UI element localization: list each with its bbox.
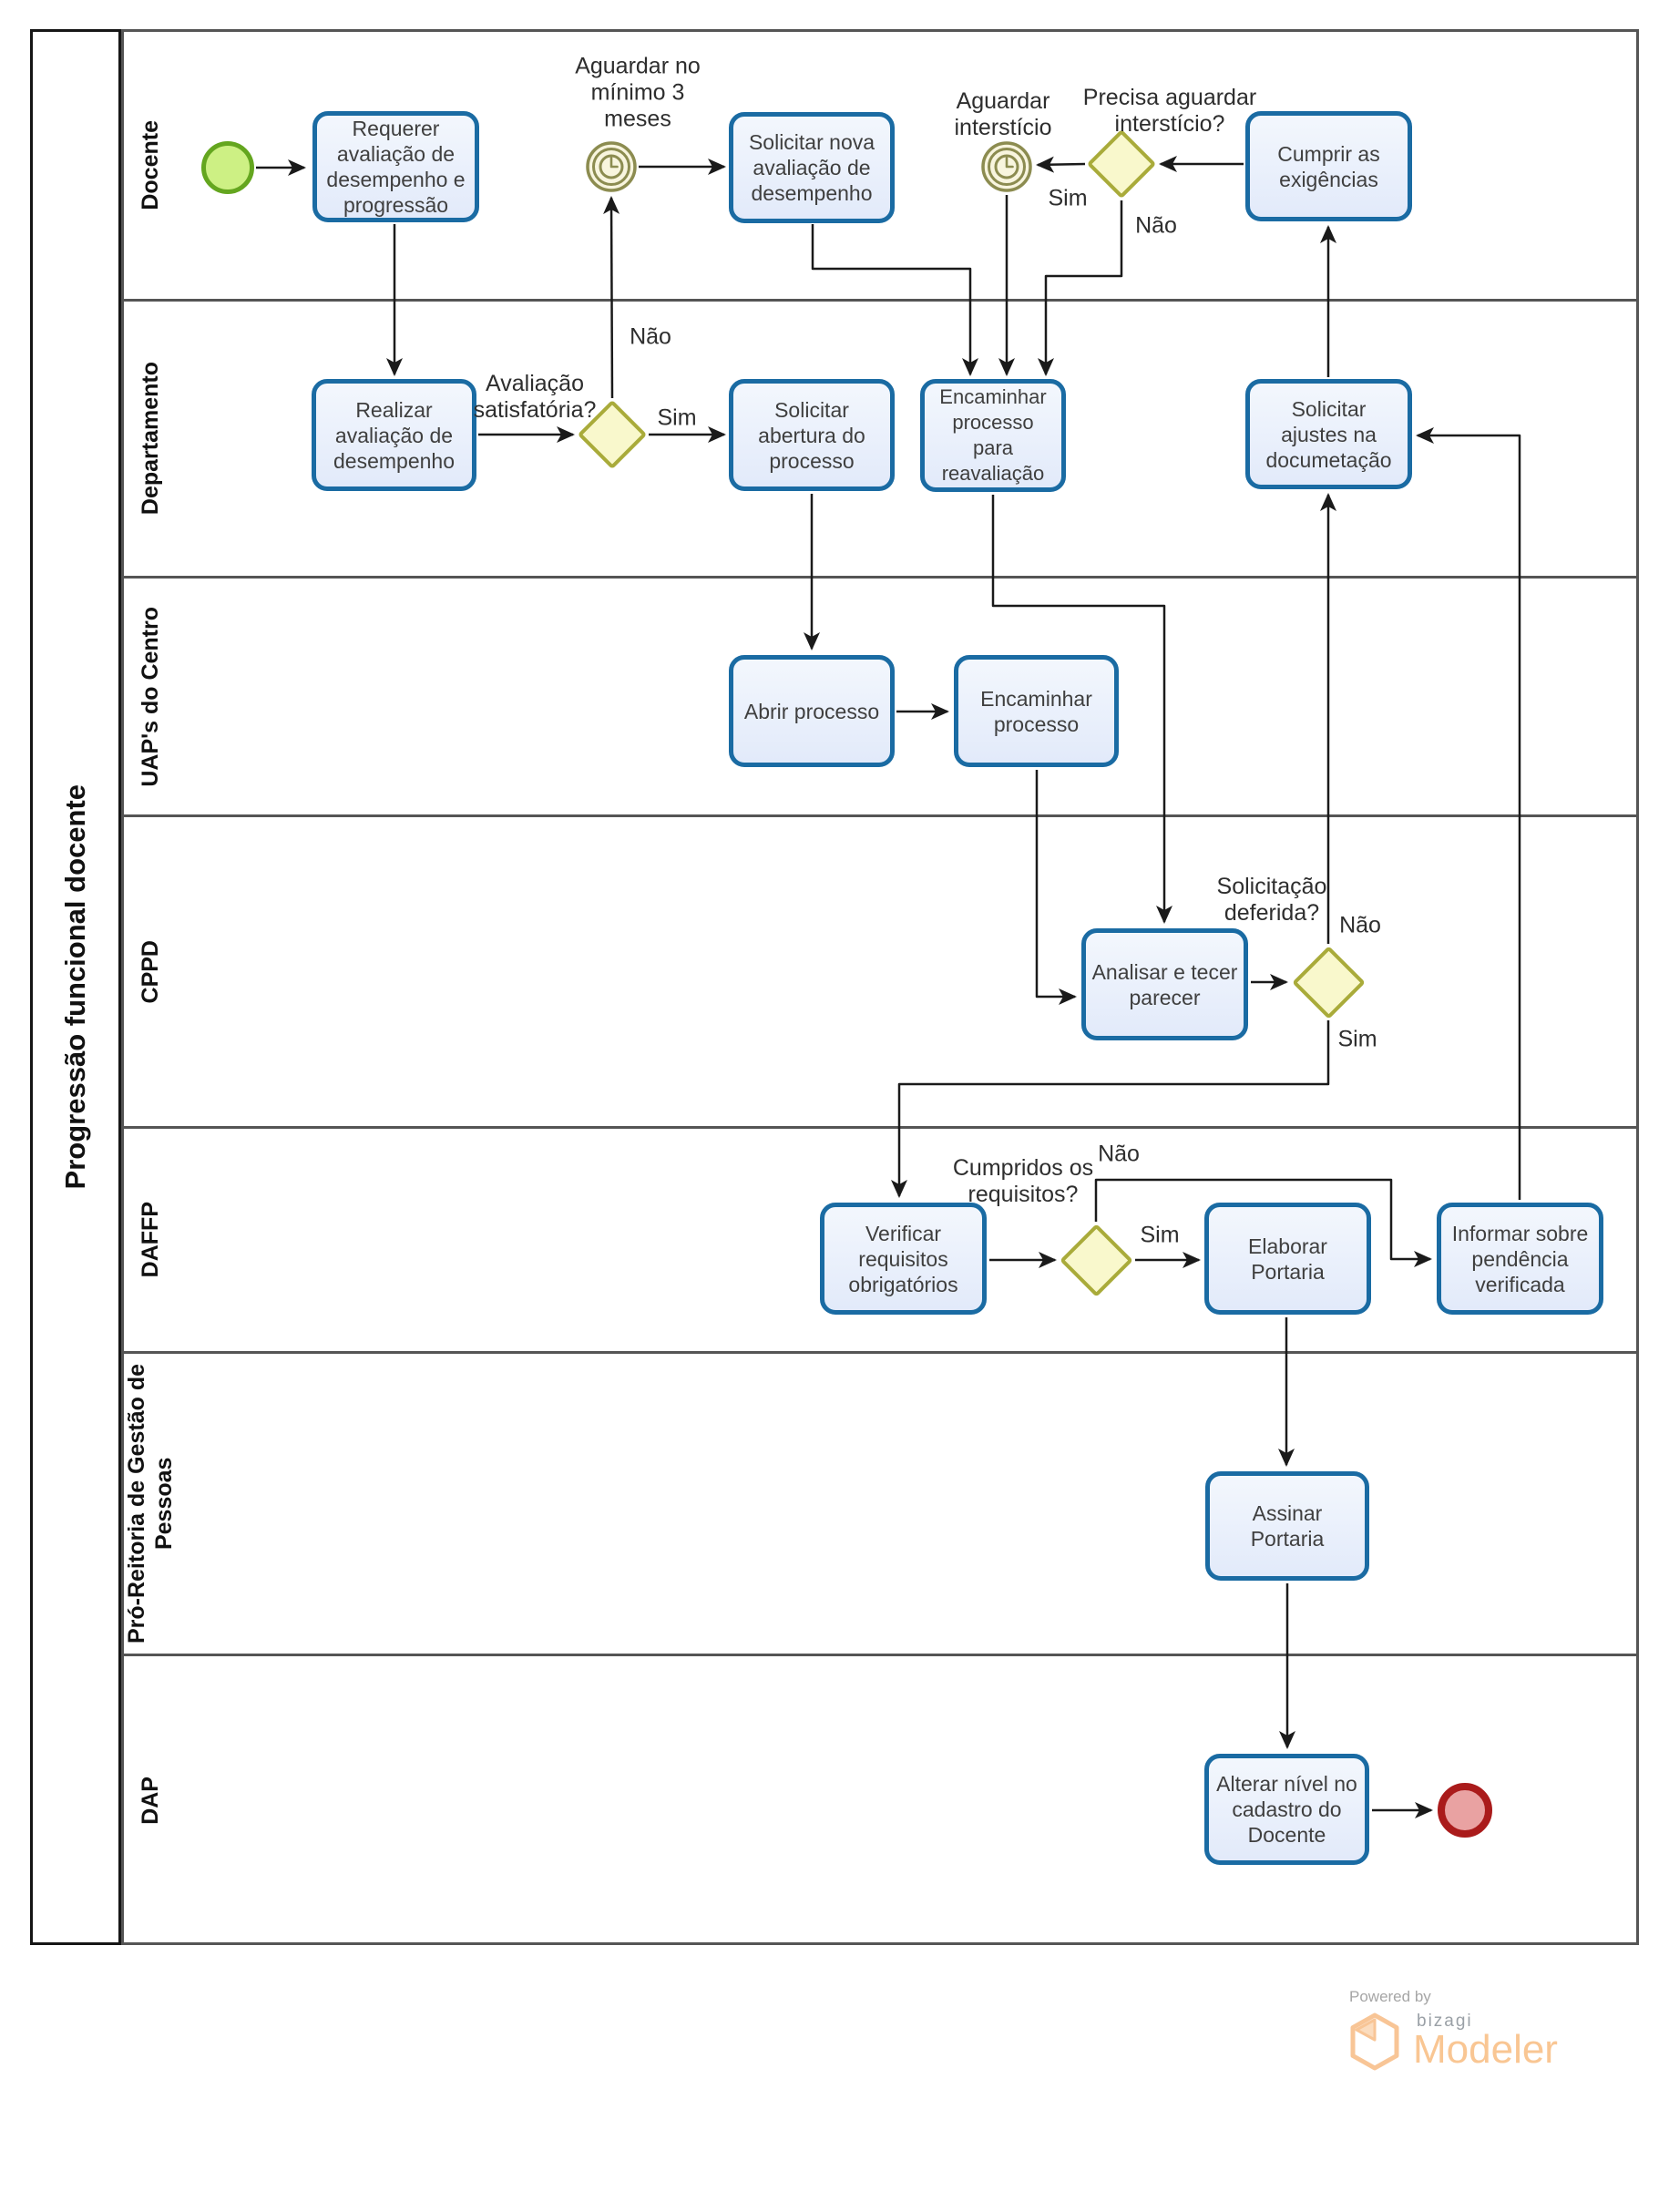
task-requerer-avaliacao: Requerer avaliação de desempenho e progr… (312, 111, 479, 222)
start-event (201, 141, 254, 194)
lane-daffp: DAFFP (124, 1129, 1636, 1354)
timer-event-aguardar-intersticio (981, 141, 1032, 192)
edge-label-sim: Sim (657, 405, 697, 431)
bizagi-wordmark: bizagi (1417, 2012, 1473, 2031)
edge-label-sim: Sim (1140, 1222, 1180, 1248)
timer-event-aguardar-3-meses (586, 141, 637, 192)
edge-label-nao: Não (1135, 212, 1177, 239)
lane-label: DAFFP (138, 1202, 163, 1278)
gateway-cumpridos-label: Cumpridos os requisitos? (952, 1155, 1094, 1207)
task-realizar-avaliacao: Realizar avaliação de desempenho (312, 379, 476, 491)
gateway-deferida-label: Solicitação deferida? (1216, 874, 1327, 926)
gateway-avaliacao-label: Avaliação satisfatória? (473, 371, 597, 423)
task-solicitar-nova-avaliacao: Solicitar nova avaliação de desempenho (729, 112, 895, 223)
pool-header: Progressão funcional docente (30, 29, 121, 1945)
edge-label-nao: Não (1098, 1141, 1140, 1167)
task-verificar-requisitos: Verificar requisitos obrigatórios (820, 1203, 987, 1315)
timer-aguardar-intersticio-label: Aguardar interstício (954, 88, 1052, 140)
edge-label-nao: Não (630, 323, 671, 350)
edge-label-sim: Sim (1048, 185, 1088, 211)
task-analisar-parecer: Analisar e tecer parecer (1081, 928, 1248, 1040)
task-elaborar-portaria: Elaborar Portaria (1204, 1203, 1371, 1315)
lane-label: Departamento (138, 362, 163, 516)
lane-label: UAP's do Centro (138, 606, 163, 787)
timer-aguardar-3-meses-label: Aguardar no mínimo 3 meses (575, 53, 701, 132)
lane-pro-reitoria: Pró-Reitoria de Gestão de Pessoas (124, 1354, 1636, 1656)
task-solicitar-abertura: Solicitar abertura do processo (729, 379, 895, 491)
lane-dap: DAP (124, 1656, 1636, 1945)
lane-container: Docente Departamento UAP's do Centro CPP… (121, 29, 1639, 1945)
lane-label: CPPD (138, 939, 163, 1004)
lane-label: Docente (138, 120, 163, 210)
lane-label: Pró-Reitoria de Gestão de Pessoas (124, 1363, 177, 1644)
lane-cppd-header: CPPD (124, 817, 177, 1126)
gateway-precisa-label: Precisa aguardar interstício? (1082, 85, 1257, 137)
powered-by-label: Powered by (1349, 1988, 1431, 2005)
lane-dap-header: DAP (124, 1656, 177, 1945)
lane-cppd: CPPD (124, 817, 1636, 1129)
end-event (1438, 1783, 1492, 1838)
task-abrir-processo: Abrir processo (729, 655, 895, 767)
bizagi-box-icon (1350, 2012, 1399, 2071)
edge-label-nao: Não (1339, 912, 1381, 938)
lane-departamento: Departamento (124, 302, 1636, 579)
edge-label-sim: Sim (1337, 1026, 1377, 1052)
lane-uaps-do-centro: UAP's do Centro (124, 579, 1636, 817)
lane-uaps-header: UAP's do Centro (124, 579, 177, 814)
bizagi-branding: Powered by bizagi Modeler (1349, 1988, 1558, 2072)
pool-title: Progressão funcional docente (59, 784, 91, 1190)
task-encaminhar-reavaliacao: Encaminhar processo para reavaliação (920, 379, 1066, 492)
lane-label: DAP (138, 1777, 163, 1825)
lane-departamento-header: Departamento (124, 302, 177, 576)
task-encaminhar-processo: Encaminhar processo (954, 655, 1119, 767)
modeler-wordmark: Modeler (1413, 2027, 1558, 2072)
task-cumprir-exigencias: Cumprir as exigências (1245, 111, 1412, 221)
lane-daffp-header: DAFFP (124, 1129, 177, 1351)
task-assinar-portaria: Assinar Portaria (1205, 1471, 1369, 1581)
task-alterar-nivel: Alterar nível no cadastro do Docente (1204, 1754, 1369, 1865)
task-solicitar-ajustes: Solicitar ajustes na documetação (1245, 379, 1412, 489)
lane-pro-reitoria-header: Pró-Reitoria de Gestão de Pessoas (124, 1354, 177, 1654)
task-informar-pendencia: Informar sobre pendência verificada (1437, 1203, 1603, 1315)
lane-docente-header: Docente (124, 32, 177, 299)
